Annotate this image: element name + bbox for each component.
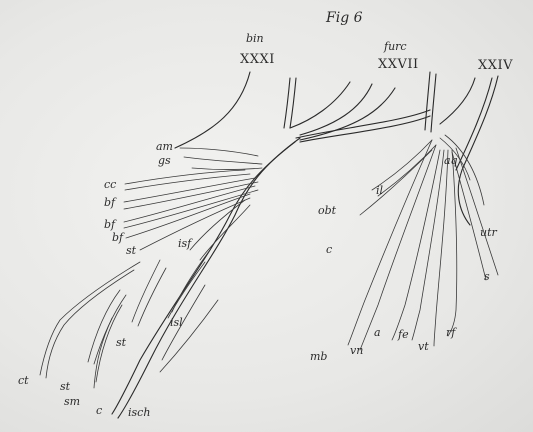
trunk-main xyxy=(118,138,300,418)
label-xxiv: XXIV xyxy=(478,58,513,73)
label-aq: aq xyxy=(444,154,458,167)
label-xxxi: XXXI xyxy=(240,52,275,67)
label-rf: rf xyxy=(446,326,457,339)
nerve-obt xyxy=(372,140,432,190)
label-isl: isl xyxy=(170,316,183,329)
label-am: am xyxy=(156,140,173,153)
nerve-xxiv-root-2 xyxy=(456,78,492,170)
nerve-lower-1 xyxy=(160,300,218,372)
nerve-furc-root-2 xyxy=(431,74,436,132)
label-bin: bin xyxy=(246,32,264,45)
nerve-st-upper xyxy=(140,198,250,250)
nerve-root-3 xyxy=(290,78,296,128)
nerve-vt xyxy=(434,150,448,346)
label-st-mid: st xyxy=(116,336,127,349)
label-ct: ct xyxy=(18,374,29,387)
nerve-ct-2 xyxy=(46,270,134,378)
label-vt: vt xyxy=(418,340,429,353)
label-il: il xyxy=(376,184,384,197)
nerve-st-mid xyxy=(132,260,160,322)
label-st-low: st xyxy=(60,380,71,393)
nerve-isl-2 xyxy=(168,262,205,318)
nerve-root-5 xyxy=(300,84,372,135)
label-sm: sm xyxy=(64,395,80,408)
nerve-bf1 xyxy=(124,178,255,202)
label-cc: cc xyxy=(104,178,116,191)
left-plexus-nerves xyxy=(40,72,430,418)
figure-caption: Fig 6 xyxy=(325,10,363,26)
nerve-root-2 xyxy=(284,78,290,128)
nerve-st-low xyxy=(88,290,120,362)
label-bf-2: bf xyxy=(104,218,117,231)
nerve-gs xyxy=(184,157,262,164)
nerve-rf xyxy=(448,150,457,336)
label-c-bottom: c xyxy=(96,404,102,417)
nerve-mb xyxy=(348,140,432,345)
label-vn: vn xyxy=(350,344,363,357)
label-xxvii: XXVII xyxy=(378,57,419,72)
label-gs: gs xyxy=(158,154,171,167)
nerve-connect-1 xyxy=(296,110,430,138)
label-mb: mb xyxy=(310,350,327,363)
trunk-main-2 xyxy=(112,142,295,414)
label-fe: fe xyxy=(397,328,409,341)
nerve-furc-root-1 xyxy=(425,72,430,130)
label-obt: obt xyxy=(318,204,337,217)
nerve-utr xyxy=(445,135,484,205)
nerve-vn xyxy=(360,145,436,350)
nerve-xxiv-root xyxy=(458,76,498,225)
label-st-upper: st xyxy=(126,244,137,257)
nerve-il xyxy=(378,145,436,196)
nerve-bf3 xyxy=(126,194,250,238)
label-c-mid: c xyxy=(326,243,332,256)
nerve-root-1 xyxy=(175,72,250,148)
nerve-fe xyxy=(412,150,444,340)
nerve-furc-root-3 xyxy=(440,78,475,124)
nerve-ct xyxy=(40,262,140,375)
nerve-am xyxy=(180,148,258,156)
label-furc: furc xyxy=(383,40,407,53)
label-utr: utr xyxy=(480,226,498,239)
label-isch: isch xyxy=(128,406,150,419)
label-s: s xyxy=(484,270,490,283)
label-bf-3: bf xyxy=(112,231,125,244)
nerve-lower-2 xyxy=(162,285,205,360)
nerve-gs-2 xyxy=(192,168,262,170)
nerve-cc xyxy=(125,170,245,184)
label-isf: isf xyxy=(178,237,193,250)
nerve-root-4 xyxy=(290,82,350,128)
label-a: a xyxy=(374,326,381,339)
label-bf-1: bf xyxy=(104,196,117,209)
